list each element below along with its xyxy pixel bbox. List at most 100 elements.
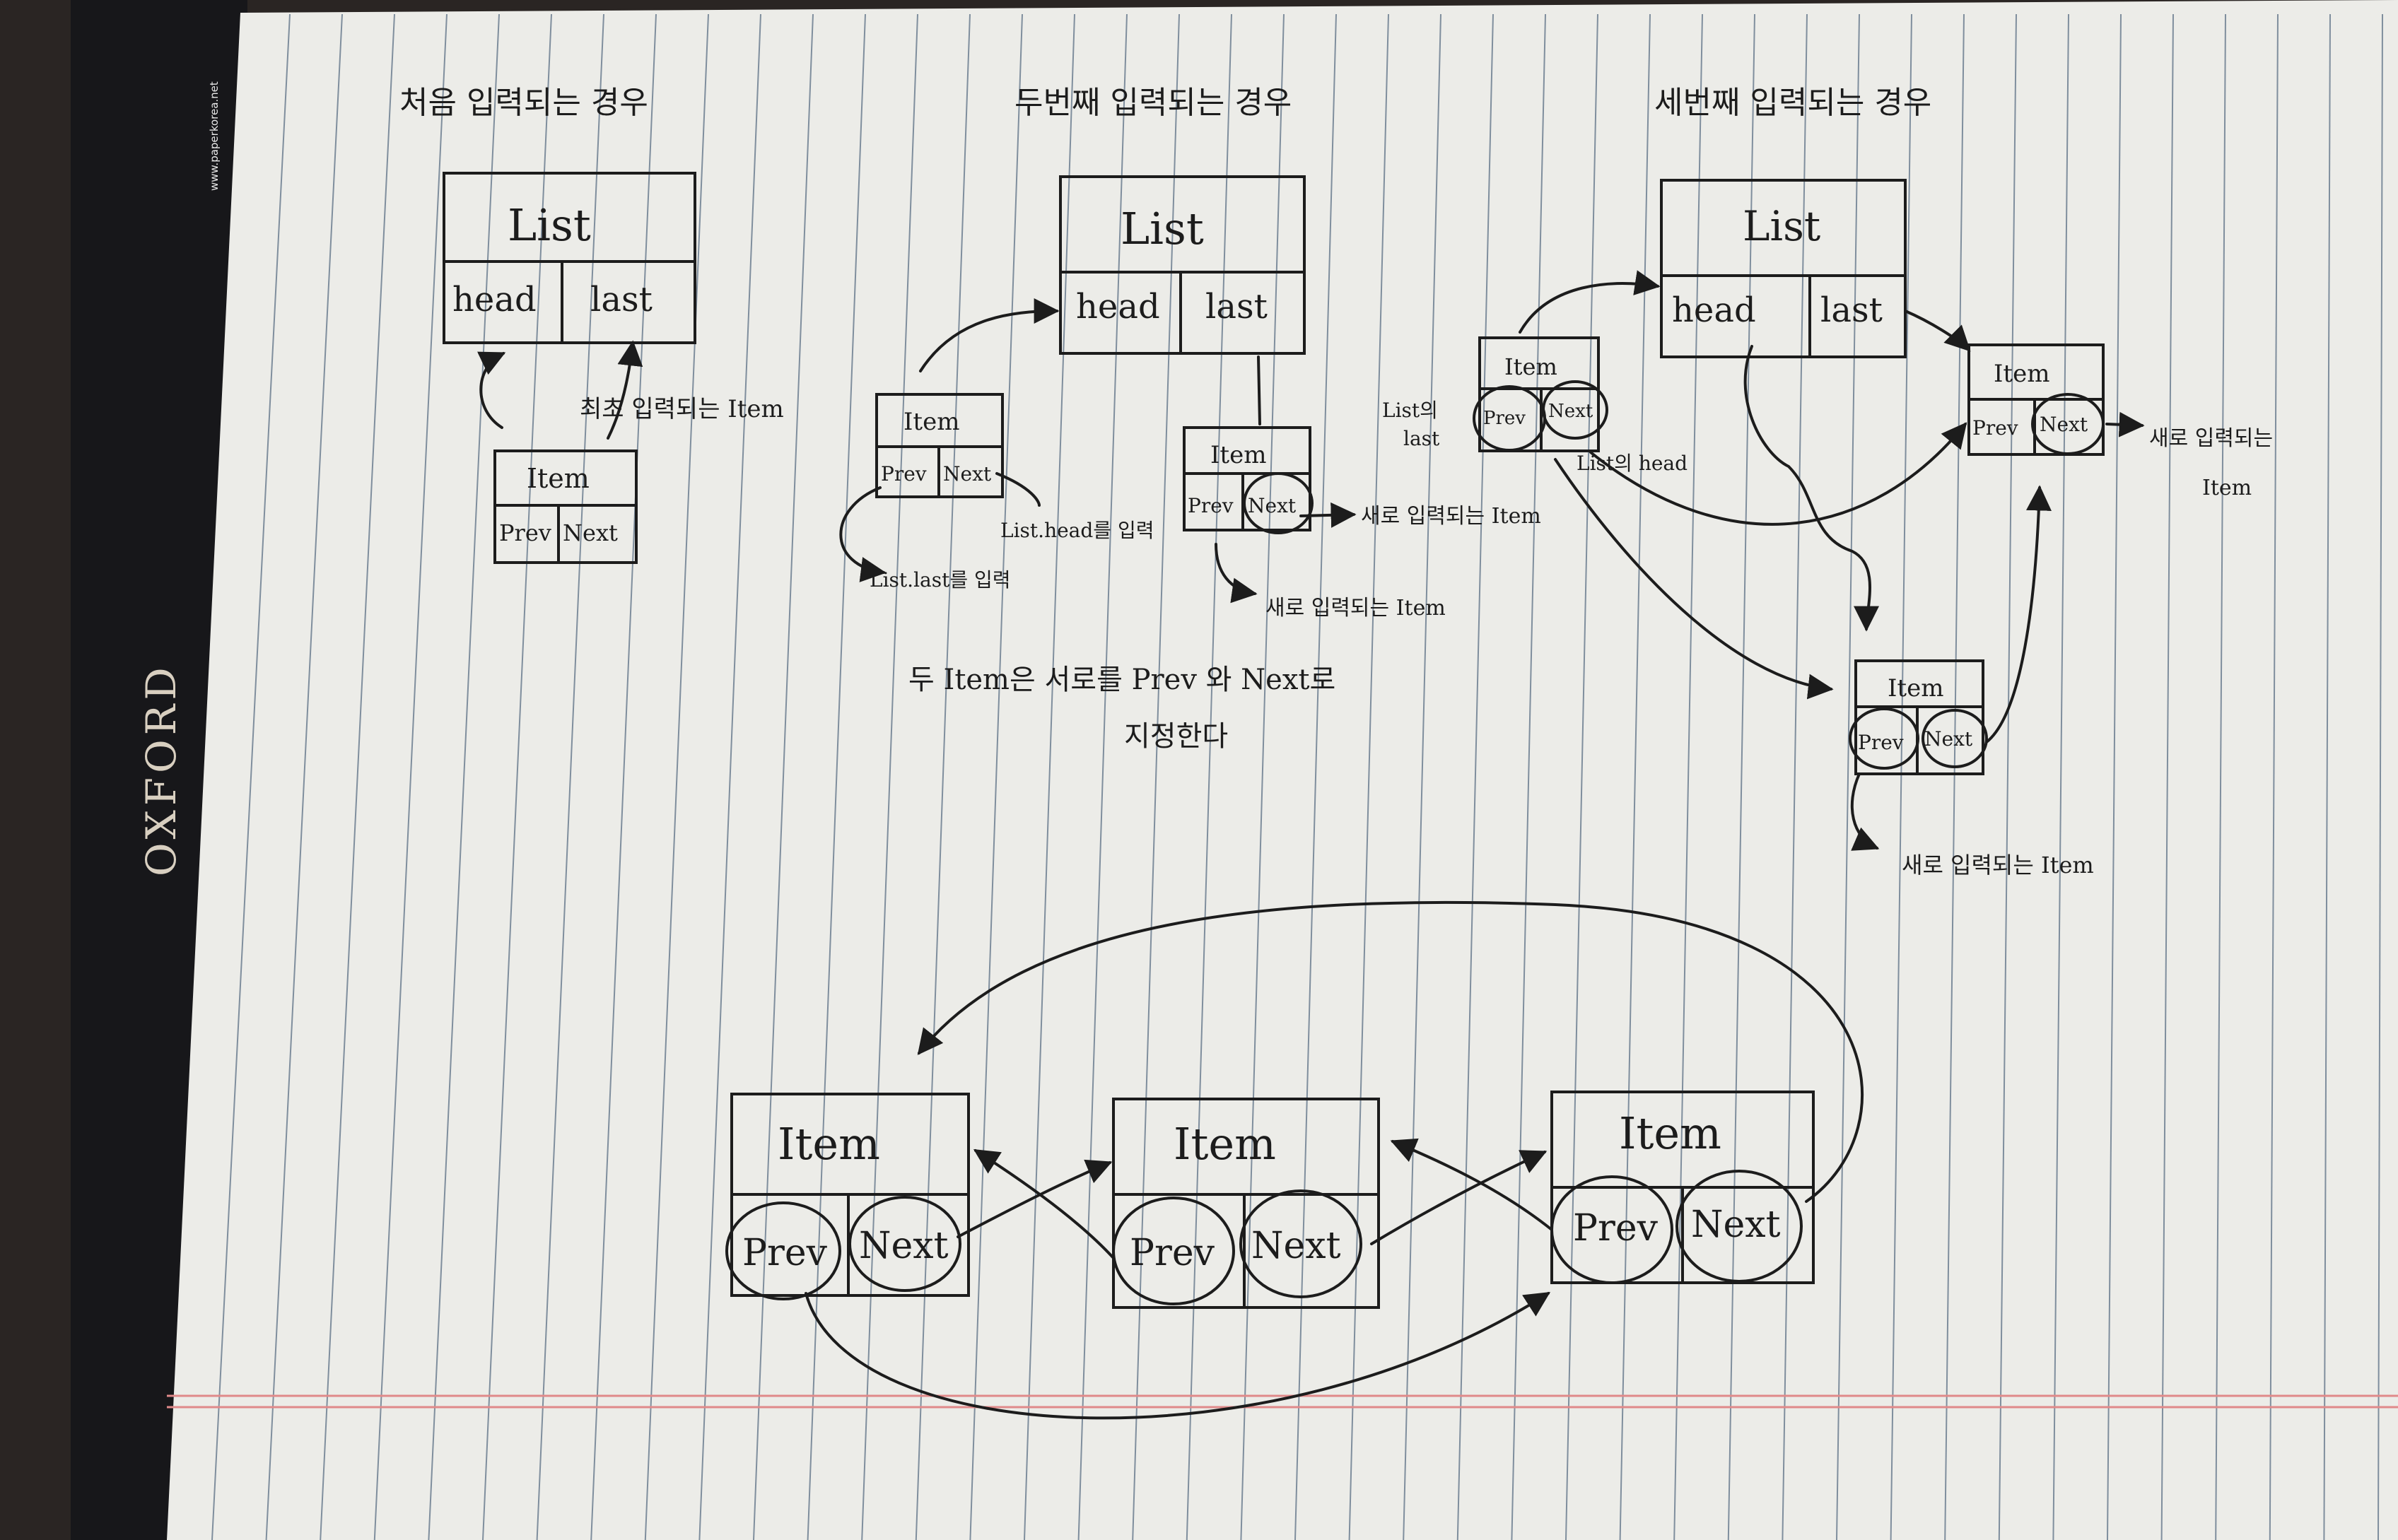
link-last-to-new xyxy=(1257,355,1261,425)
diagram1-title: 처음 입력되는 경우 xyxy=(399,85,648,121)
arrow-headitem-to-list xyxy=(1519,270,1661,334)
last-label: last xyxy=(1205,287,1268,327)
ruled-line xyxy=(1619,13,1651,1540)
ruled-line xyxy=(1944,13,1965,1540)
note-new-1: 새로 입력되는 xyxy=(2149,426,2273,451)
arrow-head-curve xyxy=(1743,345,1880,632)
ruled-line xyxy=(753,13,814,1540)
ruled-line xyxy=(644,13,709,1540)
ruled-line xyxy=(428,13,500,1540)
diagram-first-insert xyxy=(443,172,696,564)
item-label: Item xyxy=(1210,441,1266,469)
next-label: Next xyxy=(1251,1225,1341,1267)
arrow-old-loop-prev xyxy=(839,486,887,582)
diagram2-title: 두번째 입력되는 경우 xyxy=(1014,85,1292,121)
arrow-item-to-head xyxy=(477,351,506,429)
item-label: Item xyxy=(1888,674,1943,703)
item-box-mid xyxy=(1854,659,1984,775)
note-list-head: List.head를 입력 xyxy=(1000,519,1154,542)
arrow-c-next-to-a xyxy=(917,900,1864,1203)
note-new-right: 새로 입력되는 Item xyxy=(1361,504,1541,529)
ruled-line xyxy=(1024,13,1075,1540)
ruled-line xyxy=(1348,13,1389,1540)
item-box-head xyxy=(1478,336,1600,452)
prev-label: Prev xyxy=(1188,494,1234,517)
ruled-line xyxy=(1998,13,2017,1540)
paper-sheet xyxy=(167,0,2398,1540)
next-label: Next xyxy=(1691,1204,1781,1246)
arrow-item-to-last xyxy=(607,340,643,440)
ruled-line xyxy=(1836,13,1860,1540)
item-label: Item xyxy=(903,408,959,436)
ruled-line xyxy=(265,13,343,1540)
prev-label: Prev xyxy=(499,519,551,546)
ruled-line xyxy=(1890,13,1912,1540)
notebook-url: www.paperkorea.net xyxy=(208,81,221,191)
notebook-brand: OXFORD xyxy=(137,663,185,876)
next-label: Next xyxy=(1548,401,1593,422)
item-label: Item xyxy=(527,463,590,494)
ruled-line xyxy=(211,13,291,1540)
arrow-b-prev-to-a xyxy=(973,1149,1115,1259)
list-label: List xyxy=(1743,202,1820,250)
ruled-line xyxy=(536,13,604,1540)
ruled-line xyxy=(969,13,1023,1540)
ruled-line xyxy=(1782,13,1808,1540)
next-label: Next xyxy=(1248,494,1297,517)
list-box xyxy=(1059,175,1306,355)
diagram-linked-chain xyxy=(725,900,1864,1420)
arrow-last-to-new xyxy=(1904,310,1971,352)
arrow-new-out xyxy=(2105,411,2145,437)
arrow-mid-prev-out xyxy=(1850,772,1880,851)
arrow-new-prev xyxy=(1215,543,1258,604)
ruled-lines xyxy=(211,13,2383,1540)
next-label: Next xyxy=(563,519,618,546)
note-first-item: 최초 입력되는 Item xyxy=(580,395,784,423)
caption-line-1: 두 Item은 서로를 Prev 와 Next로 xyxy=(908,664,1335,696)
note-new-below: 새로 입력되는 Item xyxy=(1265,596,1446,621)
ruled-line xyxy=(1294,13,1337,1540)
ruled-line xyxy=(1403,13,1441,1540)
note-new-2: Item xyxy=(2202,476,2252,500)
next-label: Next xyxy=(1924,727,1973,751)
prev-label: Prev xyxy=(742,1232,828,1274)
next-label: Next xyxy=(943,462,992,486)
item-label: Item xyxy=(1504,353,1557,380)
ruled-line xyxy=(2377,13,2383,1540)
ruled-line xyxy=(1132,13,1180,1540)
list-label: List xyxy=(1121,203,1204,254)
ruled-line xyxy=(1456,13,1494,1540)
prev-label: Prev xyxy=(1972,416,2018,440)
ruled-line xyxy=(861,13,918,1540)
last-label: last xyxy=(590,280,653,319)
list-box xyxy=(443,172,696,344)
caption-line-2: 지정한다 xyxy=(1124,720,1228,753)
ruled-line xyxy=(320,13,395,1540)
note-list-head: List의 head xyxy=(1577,452,1688,475)
arrow-a-next-to-b xyxy=(957,1159,1113,1238)
ruled-line xyxy=(1511,13,1546,1540)
prev-label: Prev xyxy=(1130,1232,1215,1274)
arrow-new-next xyxy=(1299,502,1357,528)
ruled-line xyxy=(807,13,866,1540)
prev-label: Prev xyxy=(1483,408,1526,429)
list-label: List xyxy=(508,199,591,251)
arrow-b-next-to-c xyxy=(1370,1150,1548,1245)
ruled-line xyxy=(2323,13,2331,1540)
ruled-line xyxy=(590,13,657,1540)
item-box-b xyxy=(1112,1098,1380,1309)
ruled-line xyxy=(2269,13,2279,1540)
note-list-last: List.last를 입력 xyxy=(870,568,1011,592)
note-bottom: 새로 입력되는 Item xyxy=(1902,852,2094,878)
arrow-old-to-head xyxy=(919,298,1060,372)
arrow-headitem-next-to-new xyxy=(1589,422,1967,526)
ruled-line xyxy=(2160,13,2174,1540)
ruled-line xyxy=(373,13,448,1540)
ruled-line xyxy=(1673,13,1703,1540)
prev-label: Prev xyxy=(1573,1207,1659,1250)
ruled-line xyxy=(2052,13,2069,1540)
prev-label: Prev xyxy=(1858,731,1904,754)
arrow-mid-to-new xyxy=(1985,485,2052,743)
next-label: Next xyxy=(859,1225,949,1267)
